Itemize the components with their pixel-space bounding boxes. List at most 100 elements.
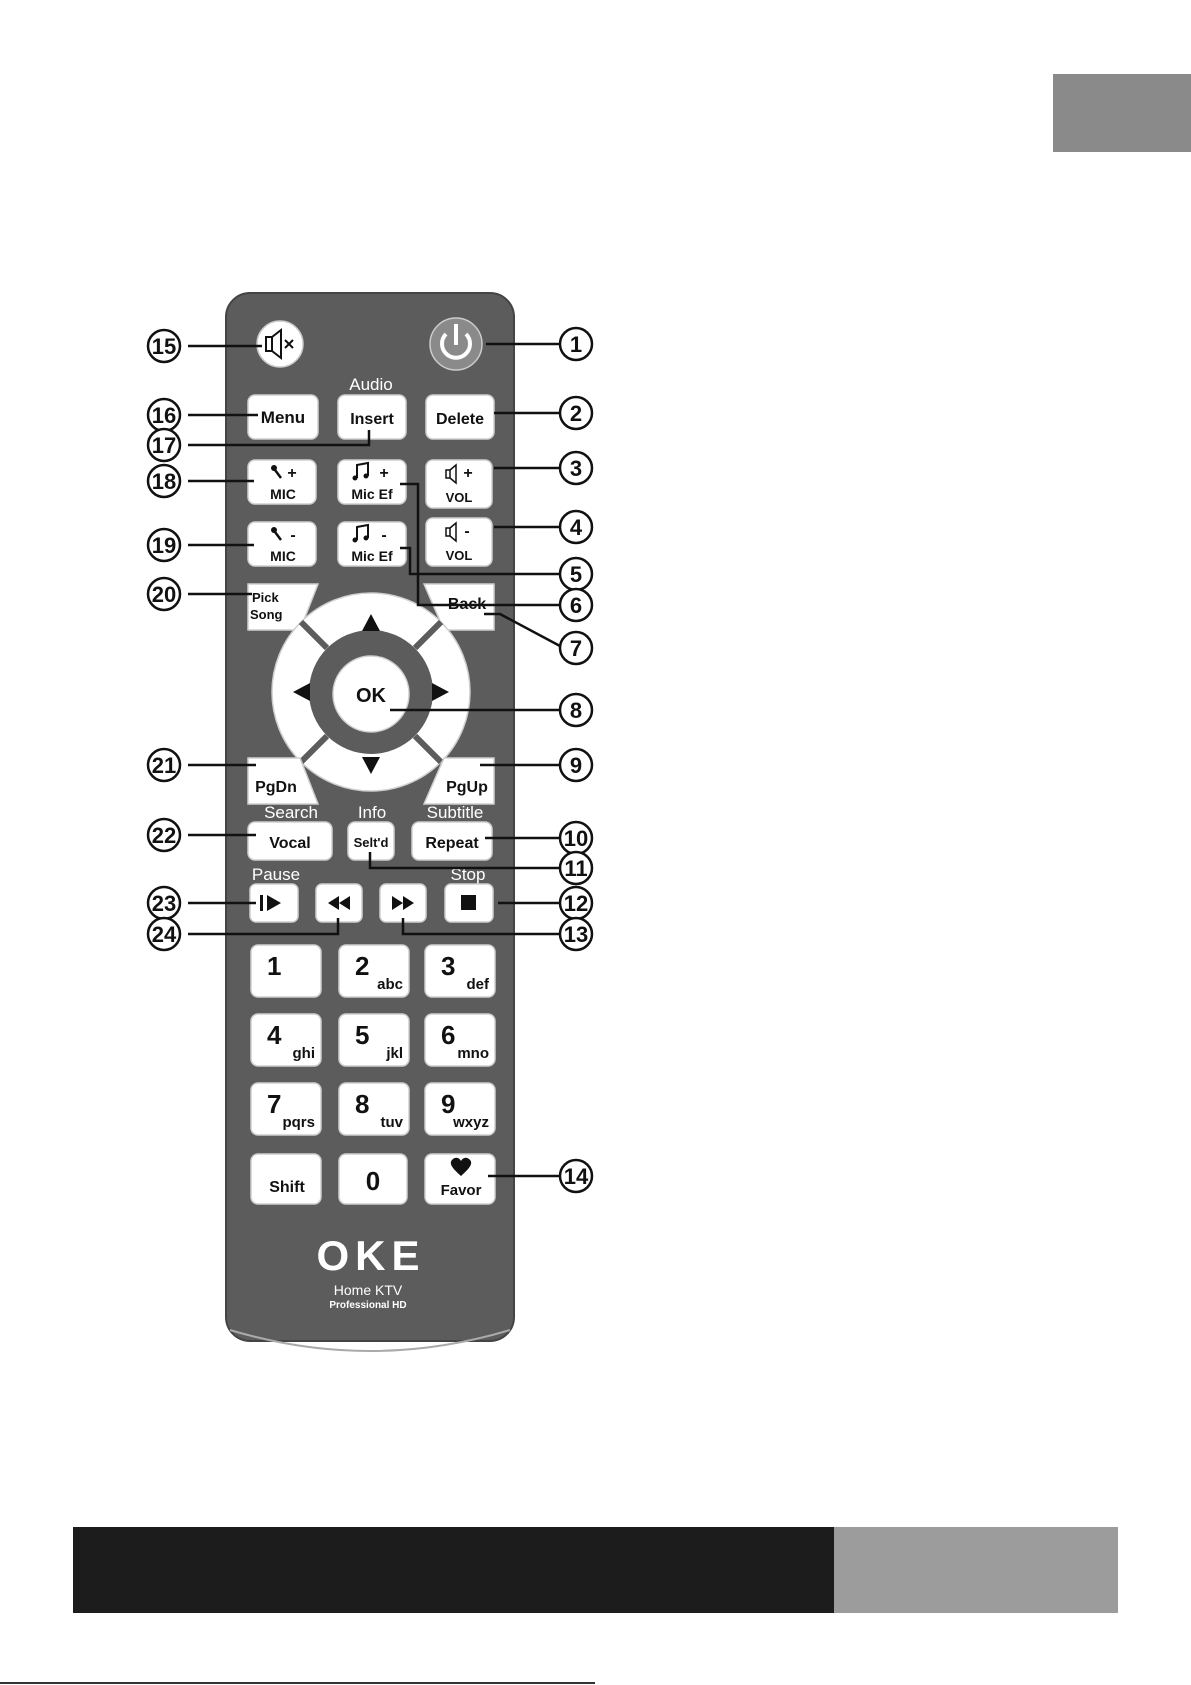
callout-2: 2 bbox=[558, 395, 594, 431]
callout-number: 13 bbox=[564, 922, 588, 947]
page-rule bbox=[0, 1682, 595, 1684]
vol-up-sign: + bbox=[463, 465, 472, 482]
callout-number: 2 bbox=[570, 401, 582, 426]
repeat-label: Repeat bbox=[425, 835, 479, 852]
power-button[interactable] bbox=[429, 317, 483, 371]
brand-line2: Professional HD bbox=[329, 1300, 406, 1311]
rewind-icon bbox=[328, 896, 350, 910]
leader-line bbox=[400, 482, 560, 607]
forward-button[interactable] bbox=[379, 883, 427, 923]
zero-label: 0 bbox=[366, 1166, 380, 1196]
play-pause-button[interactable] bbox=[249, 883, 299, 923]
leader-line bbox=[188, 918, 340, 936]
repeat-button[interactable]: Repeat bbox=[411, 821, 493, 861]
delete-button[interactable]: Delete bbox=[425, 394, 495, 440]
callout-number: 16 bbox=[152, 403, 176, 428]
insert-button[interactable]: Insert bbox=[337, 394, 407, 440]
numpad-key-1[interactable]: 1 bbox=[250, 944, 322, 998]
favor-button[interactable]: Favor bbox=[424, 1153, 496, 1205]
callout-7: 7 bbox=[558, 630, 594, 666]
stop-label: Stop bbox=[451, 865, 486, 884]
pgdn-button[interactable]: PgDn bbox=[247, 757, 320, 805]
vocal-button[interactable]: Vocal bbox=[247, 821, 333, 861]
mute-button[interactable] bbox=[256, 320, 304, 368]
callout-number: 24 bbox=[152, 922, 177, 947]
footer-bar-gray bbox=[834, 1527, 1118, 1613]
menu-button[interactable]: Menu bbox=[247, 394, 319, 440]
callout-number: 1 bbox=[570, 332, 582, 357]
pick-song-button[interactable]: Pick Song bbox=[247, 583, 320, 631]
numpad-digit: 2 bbox=[355, 951, 369, 981]
numpad-letters: abc bbox=[377, 976, 403, 993]
callout-14: 14 bbox=[558, 1158, 594, 1194]
callout-number: 8 bbox=[570, 698, 582, 723]
numpad-letters: mno bbox=[457, 1045, 489, 1062]
mic-ef-up-sign: + bbox=[379, 465, 388, 482]
callout-17: 17 bbox=[146, 427, 182, 463]
callout-4: 4 bbox=[558, 509, 594, 545]
leader-lines bbox=[188, 342, 561, 1178]
brand-logo: OKE bbox=[316, 1232, 425, 1279]
mic-up-label: MIC bbox=[270, 486, 296, 502]
callout-number: 7 bbox=[570, 636, 582, 661]
mic-ef-down-sign: - bbox=[381, 527, 386, 544]
speaker-icon bbox=[445, 463, 457, 485]
callout-24: 24 bbox=[146, 916, 182, 952]
dpad-right-button[interactable] bbox=[432, 683, 449, 701]
arrow-up-icon bbox=[362, 614, 380, 631]
numpad-key-2[interactable]: 2 abc bbox=[338, 944, 410, 998]
dpad-left-button[interactable] bbox=[293, 683, 310, 701]
arrow-down-icon bbox=[362, 757, 380, 774]
stop-button[interactable] bbox=[444, 883, 494, 923]
callout-10: 10 bbox=[558, 820, 594, 856]
callout-number: 3 bbox=[570, 456, 582, 481]
mic-up-button[interactable]: + MIC bbox=[247, 459, 317, 505]
callout-number: 18 bbox=[152, 469, 176, 494]
selected-button[interactable]: Selt'd bbox=[347, 821, 395, 861]
leader-line bbox=[188, 430, 371, 447]
delete-label: Delete bbox=[436, 411, 484, 428]
callout-19: 19 bbox=[146, 527, 182, 563]
mute-icon bbox=[265, 327, 294, 361]
callout-11: 11 bbox=[558, 850, 594, 886]
shift-button[interactable]: Shift bbox=[250, 1153, 322, 1205]
callout-1: 1 bbox=[558, 326, 594, 362]
rewind-button[interactable] bbox=[315, 883, 363, 923]
numpad-letters: wxyz bbox=[452, 1114, 489, 1131]
mic-ef-up-button[interactable]: + Mic Ef bbox=[337, 459, 407, 505]
fast-forward-icon bbox=[392, 896, 414, 910]
vol-down-button[interactable]: - VOL bbox=[425, 517, 493, 567]
leader-line bbox=[401, 918, 560, 936]
mic-down-label: MIC bbox=[270, 548, 296, 564]
vol-up-button[interactable]: + VOL bbox=[425, 459, 493, 509]
dpad-down-button[interactable] bbox=[362, 757, 380, 774]
leader-line bbox=[484, 612, 561, 648]
info-label: Info bbox=[358, 803, 386, 822]
numpad-digit: 8 bbox=[355, 1089, 369, 1119]
speaker-icon bbox=[445, 521, 457, 543]
callout-number: 23 bbox=[152, 891, 176, 916]
mic-down-button[interactable]: - MIC bbox=[247, 521, 317, 567]
mic-ef-down-button[interactable]: - Mic Ef bbox=[337, 521, 407, 567]
callout-3: 3 bbox=[558, 450, 594, 486]
dpad-up-button[interactable] bbox=[362, 614, 380, 631]
callout-16: 16 bbox=[146, 397, 182, 433]
zero-button[interactable]: 0 bbox=[338, 1153, 408, 1205]
audio-label: Audio bbox=[349, 375, 392, 394]
ok-label: OK bbox=[356, 685, 387, 707]
numpad-digit: 7 bbox=[267, 1089, 281, 1119]
ok-button[interactable]: OK bbox=[332, 655, 410, 733]
callout-number: 22 bbox=[152, 823, 176, 848]
pgup-button[interactable]: PgUp bbox=[422, 757, 495, 805]
callout-23: 23 bbox=[146, 885, 182, 921]
power-icon bbox=[440, 324, 472, 360]
